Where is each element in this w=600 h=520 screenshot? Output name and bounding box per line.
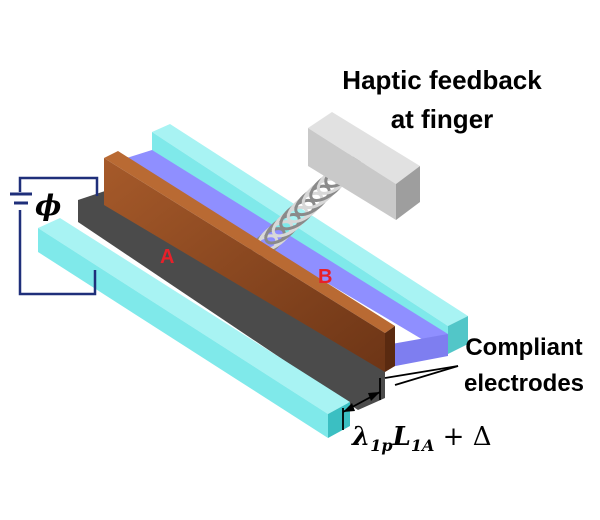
dark-base (78, 186, 385, 410)
electrode-a-label: A (160, 246, 174, 268)
potential-symbol: ϕ (35, 189, 61, 222)
formula-length: L (392, 422, 411, 452)
membrane-b (120, 150, 448, 344)
plate (104, 151, 395, 372)
compliant-label-line-1: Compliant (465, 334, 582, 361)
actuator-block (308, 112, 420, 220)
formula-lambda: λ (351, 422, 370, 452)
membrane-right-face (380, 334, 448, 368)
formula-lambda-sub: 1p (370, 436, 392, 455)
electrode-b-label: B (318, 266, 332, 288)
formula-suffix: + Δ (434, 422, 491, 452)
title-line-2: at finger (391, 104, 494, 134)
title-line-1: Haptic feedback (342, 65, 542, 95)
compliant-label-line-2: electrodes (464, 370, 584, 397)
circuit (10, 176, 99, 296)
formula: λ1pL1A + Δ (351, 422, 491, 455)
dimension-arrow (342, 378, 381, 430)
formula-length-sub: 1A (411, 436, 435, 455)
leader-lines (384, 365, 459, 386)
